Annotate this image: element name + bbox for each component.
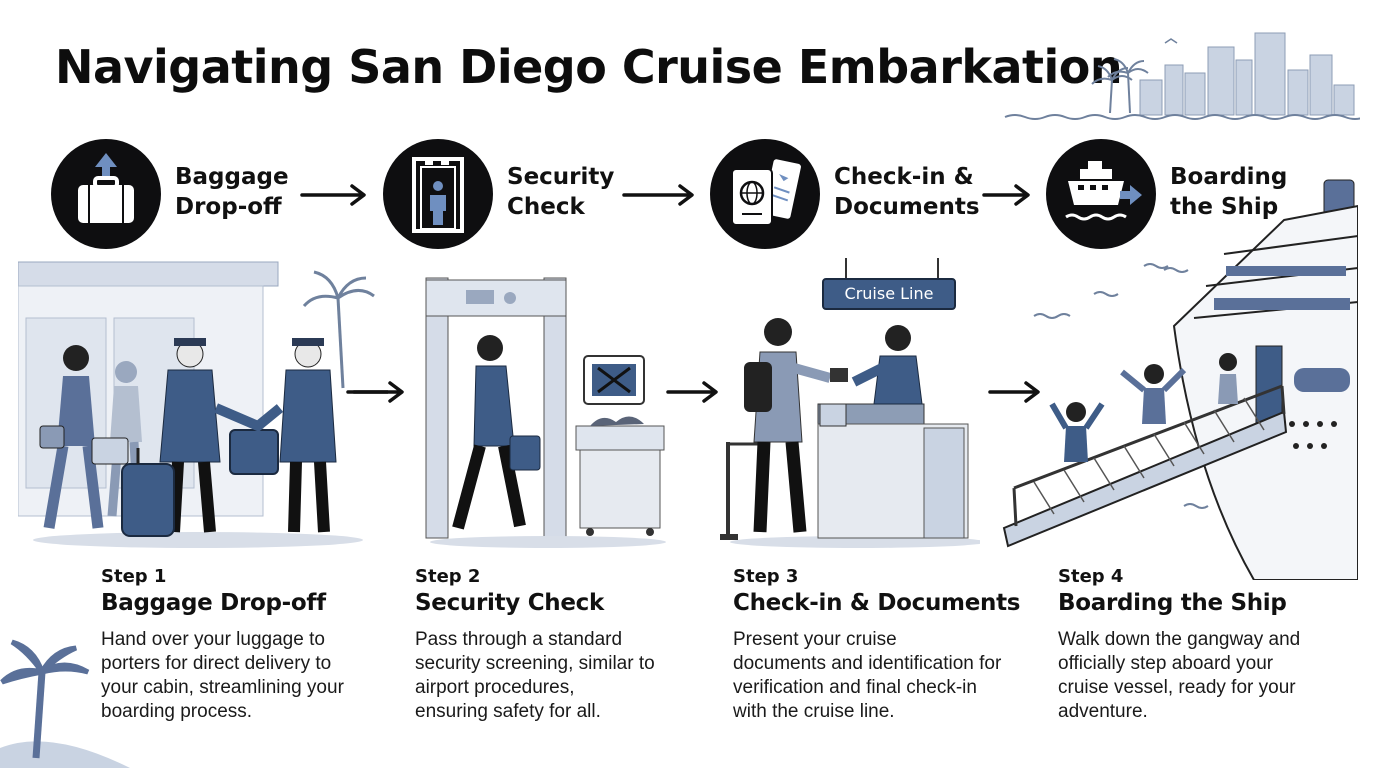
metal-detector-icon bbox=[383, 139, 493, 249]
page-title: Navigating San Diego Cruise Embarkation bbox=[55, 40, 1123, 94]
check-in-illustration bbox=[718, 258, 980, 558]
step-number: Step 3 bbox=[733, 566, 799, 587]
arrow-right-icon bbox=[982, 183, 1034, 207]
step-2-block: Step 2 Security Check Pass through a sta… bbox=[415, 566, 715, 724]
luggage-upload-icon bbox=[51, 139, 161, 249]
arrow-right-icon bbox=[622, 183, 698, 207]
arrow-right-icon bbox=[666, 380, 722, 404]
step-number: Step 2 bbox=[415, 566, 481, 587]
step-1-block: Step 1 Baggage Drop-off Hand over your l… bbox=[101, 566, 401, 724]
palm-tree-decoration bbox=[0, 639, 130, 768]
security-check-illustration bbox=[418, 258, 668, 558]
ship-boarding-icon bbox=[1046, 139, 1156, 249]
step-title: Boarding the Ship bbox=[1058, 590, 1287, 616]
step-number: Step 1 bbox=[101, 566, 167, 587]
passport-ticket-icon bbox=[710, 139, 820, 249]
flow-label-3: Check-in &Documents bbox=[834, 164, 980, 220]
step-title: Check-in & Documents bbox=[733, 590, 1021, 616]
arrow-right-icon bbox=[988, 380, 1044, 404]
step-number: Step 4 bbox=[1058, 566, 1124, 587]
boarding-ship-illustration bbox=[994, 176, 1358, 580]
baggage-dropoff-illustration bbox=[18, 258, 388, 558]
step-title: Security Check bbox=[415, 590, 604, 616]
cruise-line-sign: Cruise Line bbox=[822, 278, 956, 310]
san-diego-skyline-illustration bbox=[1004, 32, 1360, 120]
arrow-right-icon bbox=[352, 380, 408, 404]
step-4-block: Step 4 Boarding the Ship Walk down the g… bbox=[1058, 566, 1358, 724]
arrow-right-icon bbox=[300, 183, 370, 207]
step-3-block: Step 3 Check-in & Documents Present your… bbox=[733, 566, 1033, 724]
step-title: Baggage Drop-off bbox=[101, 590, 326, 616]
